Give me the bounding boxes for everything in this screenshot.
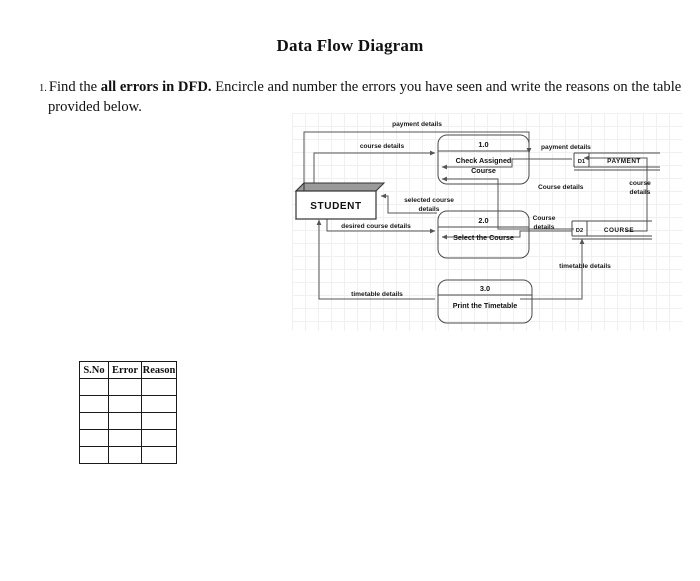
table-cell-reason[interactable] [141, 446, 177, 464]
dfd-diagram-canvas: STUDENT 1.0 Check Assigned Course 2.0 Se… [292, 113, 682, 331]
flow-label-course-details-d2-to-p2-line1: Course [533, 215, 556, 222]
table-cell-sno[interactable] [79, 446, 109, 464]
table-header-sno: S.No [79, 361, 109, 379]
table-cell-sno[interactable] [79, 412, 109, 430]
question-rest-text: Encircle and number the errors you have … [48, 79, 682, 115]
process-2-number: 2.0 [478, 216, 488, 225]
table-header-error: Error [108, 361, 142, 379]
flow-label-desired-course-details: desired course details [341, 223, 411, 230]
table-row[interactable] [79, 446, 177, 464]
flow-label-payment-details-top: payment details [392, 121, 442, 128]
process-3-print-the-timetable[interactable]: 3.0 Print the Timetable [437, 279, 533, 324]
flow-timetable-details-p3-to-d2 [520, 238, 585, 300]
table-row[interactable] [79, 412, 177, 430]
question-block: 1.Find the all errors in DFD. Encircle a… [30, 78, 685, 117]
table-cell-sno[interactable] [79, 395, 109, 413]
question-emphasis-text: all errors in DFD. [100, 79, 212, 95]
flow-course-details-d2-to-p1 [441, 176, 574, 230]
data-store-d2-course[interactable]: D2 COURSE [571, 220, 652, 240]
table-cell-reason[interactable] [141, 412, 177, 430]
process-1-name-line1: Check Assigned [456, 156, 512, 165]
flow-label-selected-course-line2: details [419, 206, 440, 213]
data-store-d2-id: D2 [576, 228, 583, 234]
process-1-number: 1.0 [478, 140, 488, 149]
data-store-d1-label: PAYMENT [607, 158, 641, 165]
data-store-d1-id: D1 [578, 159, 585, 165]
process-2-name-line1: Select the Course [453, 233, 514, 242]
flow-timetable-details-p3-to-student [316, 219, 435, 300]
table-cell-sno[interactable] [79, 429, 109, 447]
table-cell-error[interactable] [108, 395, 142, 413]
flow-course-details-d2-to-p2 [441, 230, 572, 240]
table-row[interactable] [79, 378, 177, 396]
flow-selected-course-details-p2-to-student [380, 193, 437, 214]
table-row[interactable] [79, 429, 177, 447]
question-lead-text: Find the [48, 79, 101, 95]
process-2-select-the-course[interactable]: 2.0 Select the Course [437, 210, 530, 259]
flow-course-details-student-to-p1 [313, 150, 436, 185]
flow-label-course-details-d2-to-d1-line1: course [629, 180, 651, 187]
entity-student[interactable]: STUDENT [294, 181, 386, 221]
table-cell-error[interactable] [108, 429, 142, 447]
entity-student-label: STUDENT [310, 201, 361, 212]
data-store-d2-label: COURSE [604, 227, 635, 234]
flow-label-selected-course-line1: selected course [404, 197, 454, 204]
process-3-number: 3.0 [480, 284, 490, 293]
flow-label-course-details-d2-to-p2-line2: details [534, 224, 555, 231]
flow-payment-details-d1-to-p1 [441, 158, 572, 170]
question-number: 1. [39, 83, 47, 94]
table-cell-reason[interactable] [141, 378, 177, 396]
table-cell-reason[interactable] [141, 395, 177, 413]
process-1-check-assigned-course[interactable]: 1.0 Check Assigned Course [437, 134, 530, 185]
flow-label-payment-details-d1-to-p1: payment details [541, 144, 591, 151]
answer-table[interactable]: S.No Error Reason [79, 361, 177, 464]
table-cell-sno[interactable] [79, 378, 109, 396]
flow-label-course-details-to-p1: course details [360, 143, 405, 150]
process-3-name-line1: Print the Timetable [453, 301, 518, 310]
flow-label-timetable-details-p3-to-d2: timetable details [559, 263, 611, 270]
process-1-name-line2: Course [471, 166, 496, 175]
flow-course-details-d2-to-d1 [583, 155, 648, 232]
flow-desired-course-details-student-to-p2 [326, 217, 436, 234]
table-cell-error[interactable] [108, 378, 142, 396]
table-row[interactable] [79, 395, 177, 413]
page-title: Data Flow Diagram [276, 36, 424, 55]
table-cell-error[interactable] [108, 412, 142, 430]
table-cell-error[interactable] [108, 446, 142, 464]
table-header-row: S.No Error Reason [79, 361, 177, 379]
table-cell-reason[interactable] [141, 429, 177, 447]
data-store-d1-payment[interactable]: D1 PAYMENT [573, 152, 660, 171]
flow-label-timetable-details-p3-to-student: timetable details [351, 291, 403, 298]
flow-label-course-details-d2-to-p1: Course details [538, 184, 584, 191]
flow-label-course-details-d2-to-d1-line2: details [630, 189, 651, 196]
table-header-reason: Reason [141, 361, 177, 379]
